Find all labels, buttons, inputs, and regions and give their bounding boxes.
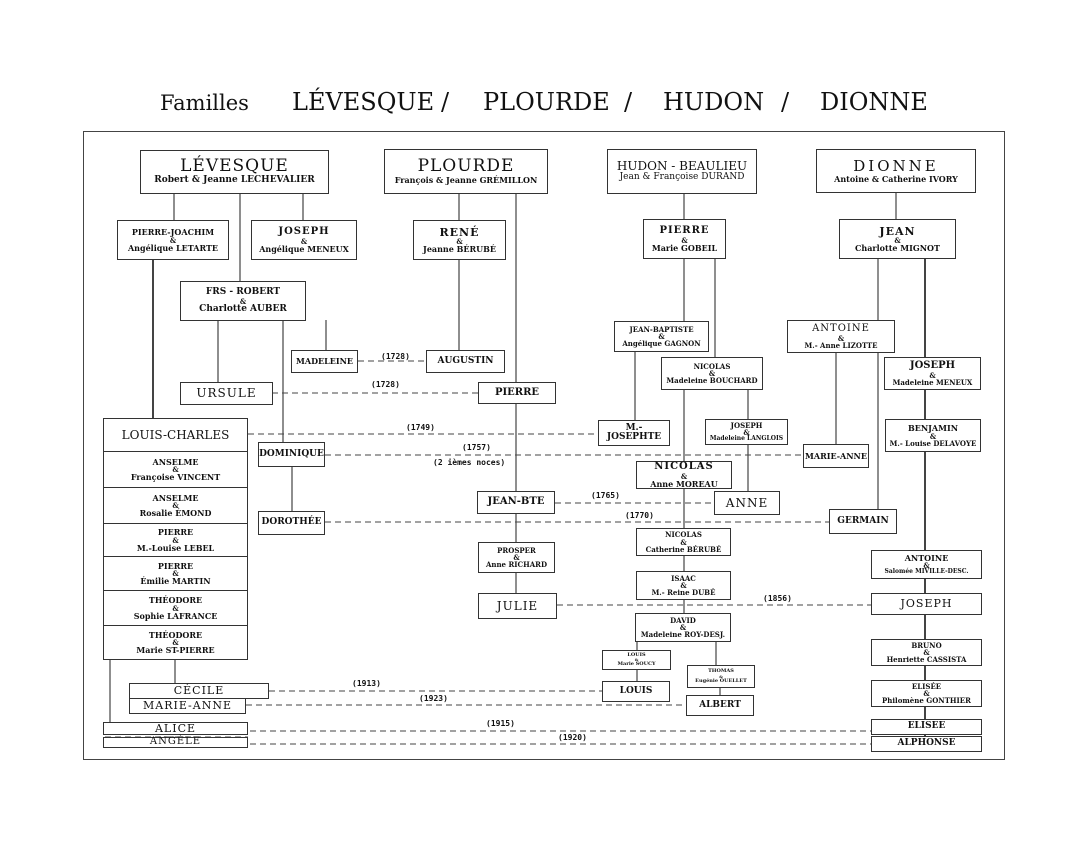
person-nicolas-bouchard: NICOLAS&Madeleine BOUCHARD xyxy=(661,357,763,390)
marriage-year: (1770) xyxy=(625,511,654,520)
person-dorothee: DOROTHÉE xyxy=(258,511,325,535)
marriage-year: (1728) xyxy=(371,380,400,389)
marriage-year: (1757) xyxy=(462,443,491,452)
person-madeleine: MADELEINE xyxy=(291,350,358,373)
marriage-note: (2 ièmes noces) xyxy=(433,458,506,467)
title-plourde: PLOURDE xyxy=(483,88,610,116)
person-benjamin: BENJAMIN&M.- Louise DELAVOYE xyxy=(885,419,981,452)
person-antoine-lizotte: ANTOINE&M.- Anne LIZOTTE xyxy=(787,320,895,353)
person-germain: GERMAIN xyxy=(829,509,897,534)
person-frs-robert: FRS - ROBERT&Charlotte AUBER xyxy=(180,281,306,321)
marriage-year: (1765) xyxy=(591,491,620,500)
person-theodore-lafrance: THÉODORE&Sophie LAFRANCE xyxy=(103,590,248,626)
person-marie-anne-dionne: MARIE-ANNE xyxy=(803,444,869,468)
title-dionne: DIONNE xyxy=(820,88,928,116)
person-anselme-emond: ANSELME&Rosalie ÉMOND xyxy=(103,487,248,524)
marriage-year: (1923) xyxy=(419,694,448,703)
marriage-year: (1913) xyxy=(352,679,381,688)
person-anselme-vincent: ANSELME&Françoise VINCENT xyxy=(103,451,248,488)
person-pierre-martin: PIERRE&Émilie MARTIN xyxy=(103,556,248,591)
person-isaac: ISAAC&M.- Reine DUBÉ xyxy=(636,571,731,600)
family-header-hudon: HUDON - BEAULIEU Jean & Françoise DURAND xyxy=(607,149,757,194)
page-title: Familles LÉVESQUE / PLOURDE / HUDON / DI… xyxy=(0,88,1078,122)
person-louis-hudon: LOUIS xyxy=(602,681,670,702)
person-alphonse: ALPHONSE xyxy=(871,736,982,752)
person-ursule: URSULE xyxy=(180,382,273,405)
person-albert: ALBERT xyxy=(686,695,754,716)
person-jean-baptiste: JEAN-BAPTISTE&Angélique GAGNON xyxy=(614,321,709,352)
person-louis-soucy: LOUIS&Marie SOUCY xyxy=(602,650,671,670)
family-header-plourde: PLOURDE François & Jeanne GRÉMILLON xyxy=(384,149,548,194)
person-angele: ANGÈLE xyxy=(103,737,248,748)
person-joseph-dionne: JOSEPH&Madeleine MENEUX xyxy=(884,357,981,390)
person-pierre-plourde: PIERRE xyxy=(478,382,556,404)
person-jean-dionne: JEAN&Charlotte MIGNOT xyxy=(839,219,956,259)
title-separator: / xyxy=(441,88,450,116)
person-jean-bte: JEAN-BTE xyxy=(477,491,555,514)
title-separator: / xyxy=(624,88,633,116)
person-joseph-levesque: JOSEPH&Angélique MENEUX xyxy=(251,220,357,260)
person-m-josephte: M.-JOSEPHTE xyxy=(598,420,670,446)
person-alice: ALICE xyxy=(103,722,248,735)
person-bruno: BRUNO&Henriette CASSISTA xyxy=(871,639,982,666)
person-elisee-gonthier: ELISÉE&Philomène GONTHIER xyxy=(871,680,982,707)
marriage-year: (1915) xyxy=(486,719,515,728)
person-marie-anne-levesque: MARIE-ANNE xyxy=(129,698,246,714)
person-pierre-lebel: PIERRE&M.-Louise LEBEL xyxy=(103,523,248,557)
title-hudon: HUDON xyxy=(663,88,765,116)
person-elisee: ELISEE xyxy=(871,719,982,735)
person-pierre-hudon: PIERRE&Marie GOBEIL xyxy=(643,219,726,259)
title-separator: / xyxy=(781,88,790,116)
person-nicolas-berube: NICOLAS&Catherine BÉRUBÉ xyxy=(636,528,731,556)
title-prefix: Familles xyxy=(160,91,249,115)
person-augustin: AUGUSTIN xyxy=(426,350,505,373)
person-louis-charles: LOUIS-CHARLES xyxy=(103,418,248,452)
person-cecile: CÉCILE xyxy=(129,683,269,699)
title-levesque: LÉVESQUE xyxy=(292,88,435,116)
person-prosper: PROSPER&Anne RICHARD xyxy=(478,542,555,573)
person-david: DAVID&Madeleine ROY-DESJ. xyxy=(635,613,731,642)
person-joseph-hudon: JOSEPH&Madeleine LANGLOIS xyxy=(705,419,788,445)
marriage-year: (1856) xyxy=(763,594,792,603)
person-julie: JULIE xyxy=(478,593,557,619)
marriage-year: (1728) xyxy=(381,352,410,361)
person-pierre-joachim: PIERRE-JOACHIM&Angélique LETARTE xyxy=(117,220,229,260)
person-joseph-dionne-2: JOSEPH xyxy=(871,593,982,615)
marriage-year: (1749) xyxy=(406,423,435,432)
family-header-levesque: LÉVESQUE Robert & Jeanne LECHEVALIER xyxy=(140,150,329,194)
person-thomas: THOMAS&Eugénie OUELLET xyxy=(687,665,755,688)
person-theodore-st-pierre: THÉODORE&Marie ST-PIERRE xyxy=(103,625,248,660)
person-dominique: DOMINIQUE xyxy=(258,442,325,467)
marriage-year: (1920) xyxy=(558,733,587,742)
diagram-frame xyxy=(83,131,1005,760)
person-rene: RENÉ&Jeanne BÉRUBÉ xyxy=(413,220,506,260)
person-anne: ANNE xyxy=(714,491,780,515)
person-antoine-miville: ANTOINE&Salomée MIVILLE-DESC. xyxy=(871,550,982,579)
family-header-dionne: DIONNE Antoine & Catherine IVORY xyxy=(816,149,976,193)
person-nicolas-moreau: NICOLAS&Anne MOREAU xyxy=(636,461,732,489)
